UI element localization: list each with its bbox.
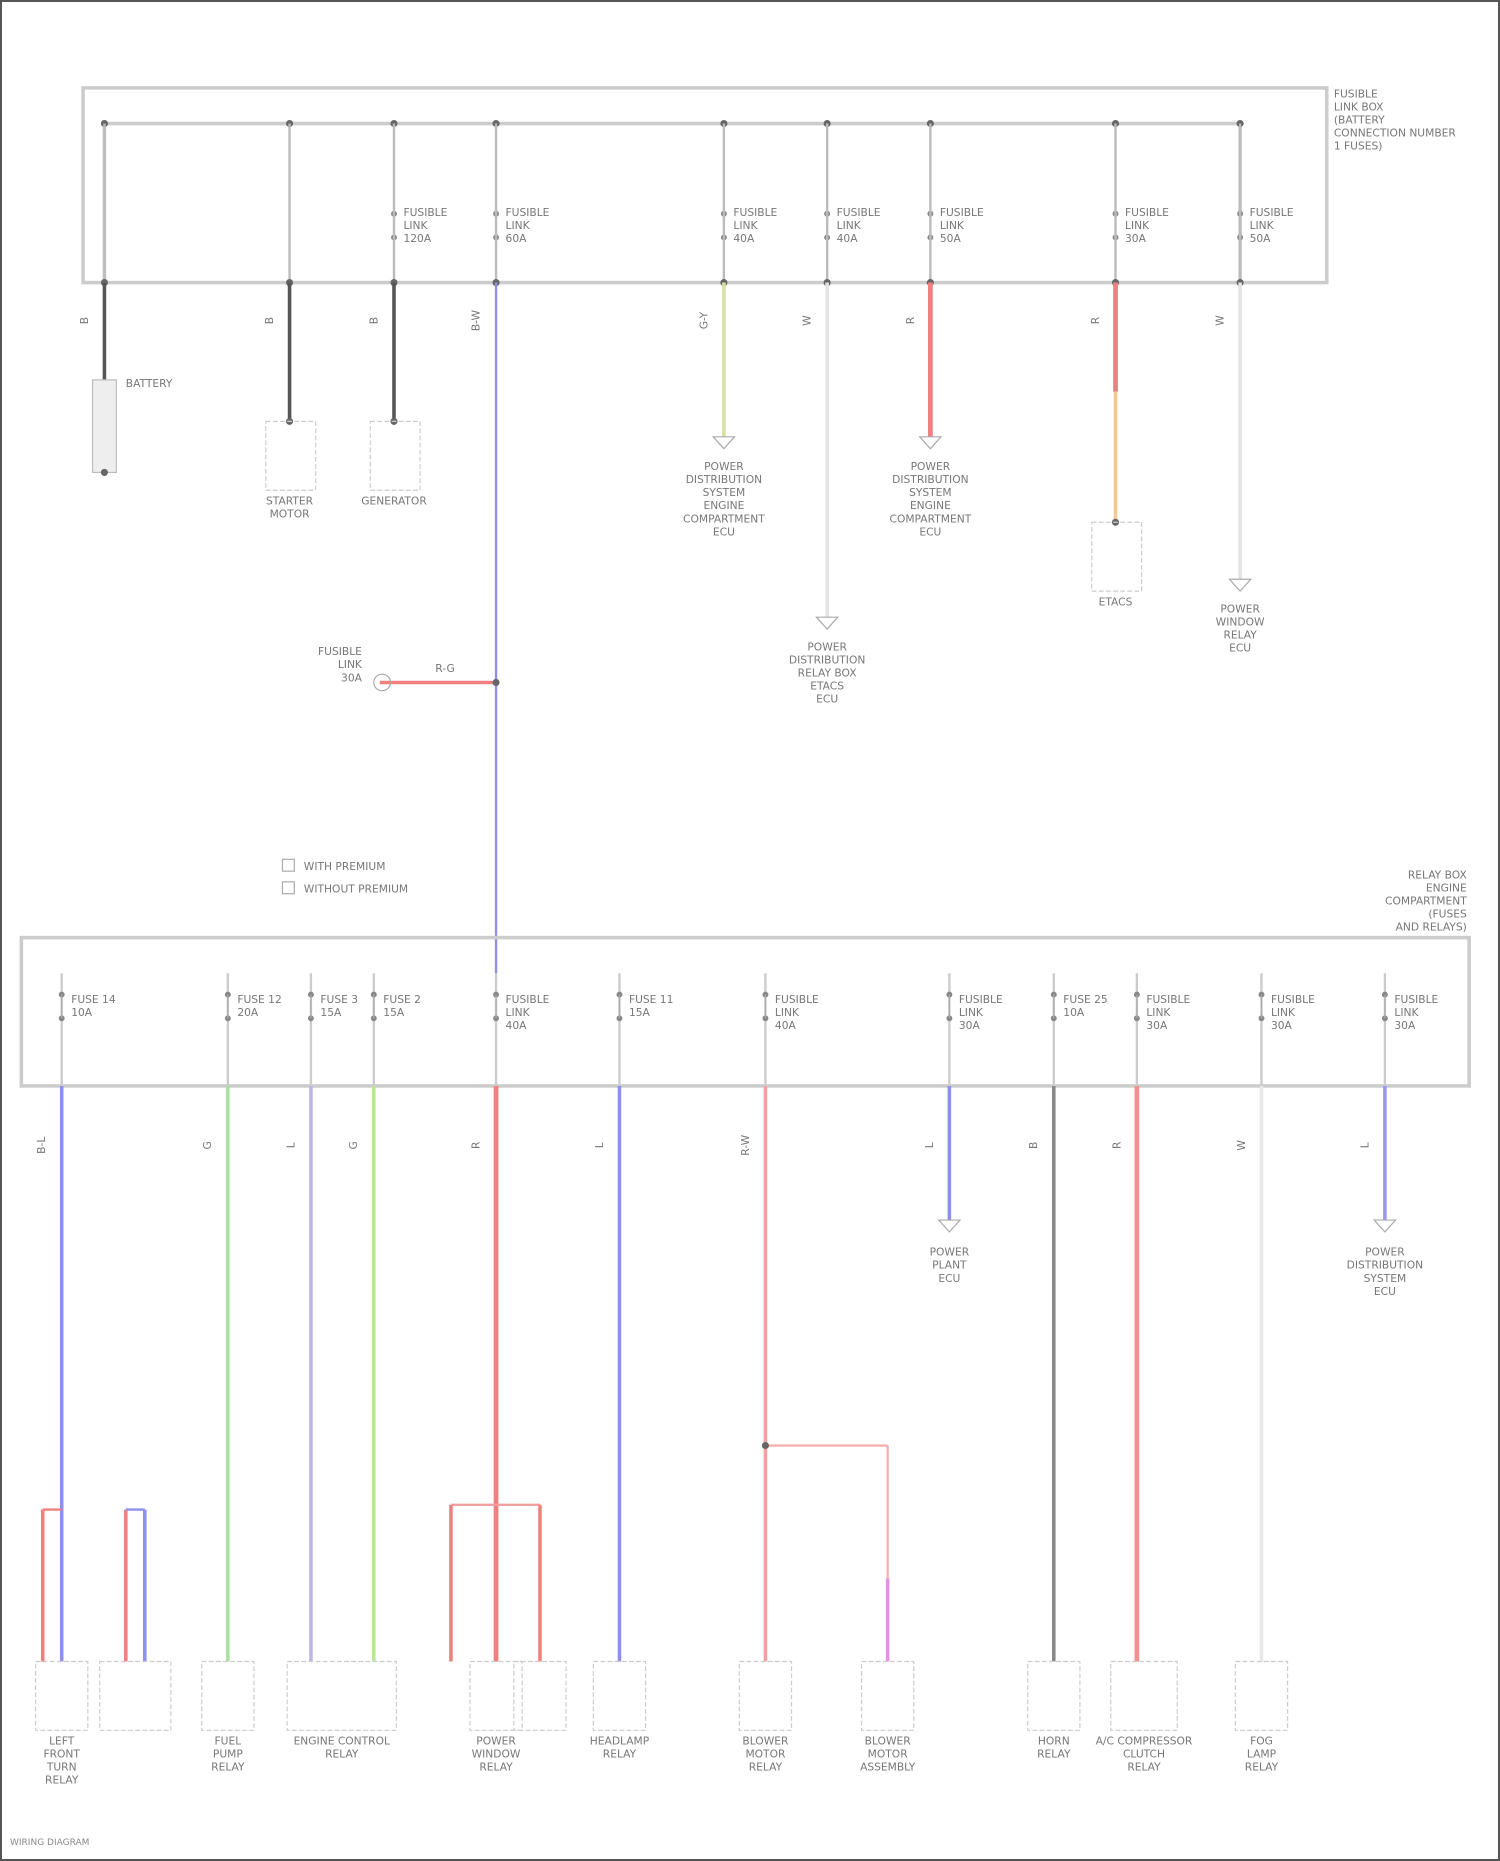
wire-color-code: G bbox=[201, 1141, 214, 1149]
wire-color-code: R bbox=[904, 316, 917, 324]
component-box bbox=[202, 1662, 254, 1731]
splice-dot bbox=[492, 679, 499, 686]
wire-color-code: R bbox=[469, 1141, 482, 1149]
wire-color-code: B bbox=[78, 317, 91, 324]
wire-color-code: R bbox=[1089, 316, 1102, 324]
ground-connector-icon bbox=[1374, 1220, 1395, 1232]
component-box bbox=[266, 421, 316, 490]
wire-color-code: G-Y bbox=[697, 311, 710, 329]
component-box bbox=[1028, 1662, 1080, 1731]
wire-color-code: B-W bbox=[469, 309, 482, 331]
battery-label: BATTERY bbox=[126, 377, 173, 390]
wire-color-code: B bbox=[367, 317, 380, 324]
wire-color-code: L bbox=[593, 1142, 606, 1148]
legend-item: WITH PREMIUM bbox=[304, 860, 386, 873]
component-box bbox=[739, 1662, 791, 1731]
top-bus-bar bbox=[104, 124, 1240, 283]
wire-color-code: W bbox=[1235, 1140, 1248, 1151]
component-label: GENERATOR bbox=[361, 494, 427, 507]
legend-marker-icon bbox=[282, 859, 294, 871]
component-box bbox=[862, 1662, 914, 1731]
legend-marker-icon bbox=[282, 882, 294, 894]
wire-color-code: B bbox=[1027, 1142, 1040, 1149]
wire-color-code: R-G bbox=[435, 662, 455, 675]
ground-connector-icon bbox=[939, 1220, 960, 1232]
ground-connector-icon bbox=[1229, 579, 1250, 591]
battery-icon bbox=[93, 380, 117, 473]
ground-connector-icon bbox=[920, 437, 941, 449]
wire-color-code: W bbox=[801, 315, 814, 326]
component-box bbox=[287, 1662, 396, 1731]
wire-color-code: R-W bbox=[739, 1134, 752, 1155]
splice-dot bbox=[762, 1442, 769, 1449]
ground-connector-icon bbox=[713, 437, 734, 449]
wire-color-code: L bbox=[923, 1142, 936, 1148]
legend-item: WITHOUT PREMIUM bbox=[304, 883, 408, 896]
wire-color-code: L bbox=[1358, 1142, 1371, 1148]
footer-label: WIRING DIAGRAM bbox=[10, 1838, 89, 1848]
component-box bbox=[36, 1662, 88, 1731]
wire-color-code: B-L bbox=[35, 1137, 48, 1154]
wire-color-code: W bbox=[1213, 315, 1226, 326]
component-box bbox=[1092, 522, 1142, 591]
wire-color-code: B bbox=[263, 317, 276, 324]
component-box bbox=[1111, 1662, 1177, 1731]
top-fuse-box bbox=[83, 88, 1327, 283]
wire-color-code: R bbox=[1110, 1141, 1123, 1149]
wire-color-code: G bbox=[347, 1141, 360, 1149]
battery-terminal bbox=[101, 469, 108, 476]
ground-connector-icon bbox=[816, 617, 837, 629]
component-box bbox=[593, 1662, 645, 1731]
component-label: FUELPUMPRELAY bbox=[211, 1735, 245, 1774]
component-label: ETACS bbox=[1099, 595, 1133, 608]
component-box bbox=[100, 1662, 171, 1731]
component-box bbox=[370, 421, 420, 490]
wire-color-code: L bbox=[284, 1142, 297, 1148]
component-box bbox=[1235, 1662, 1287, 1731]
